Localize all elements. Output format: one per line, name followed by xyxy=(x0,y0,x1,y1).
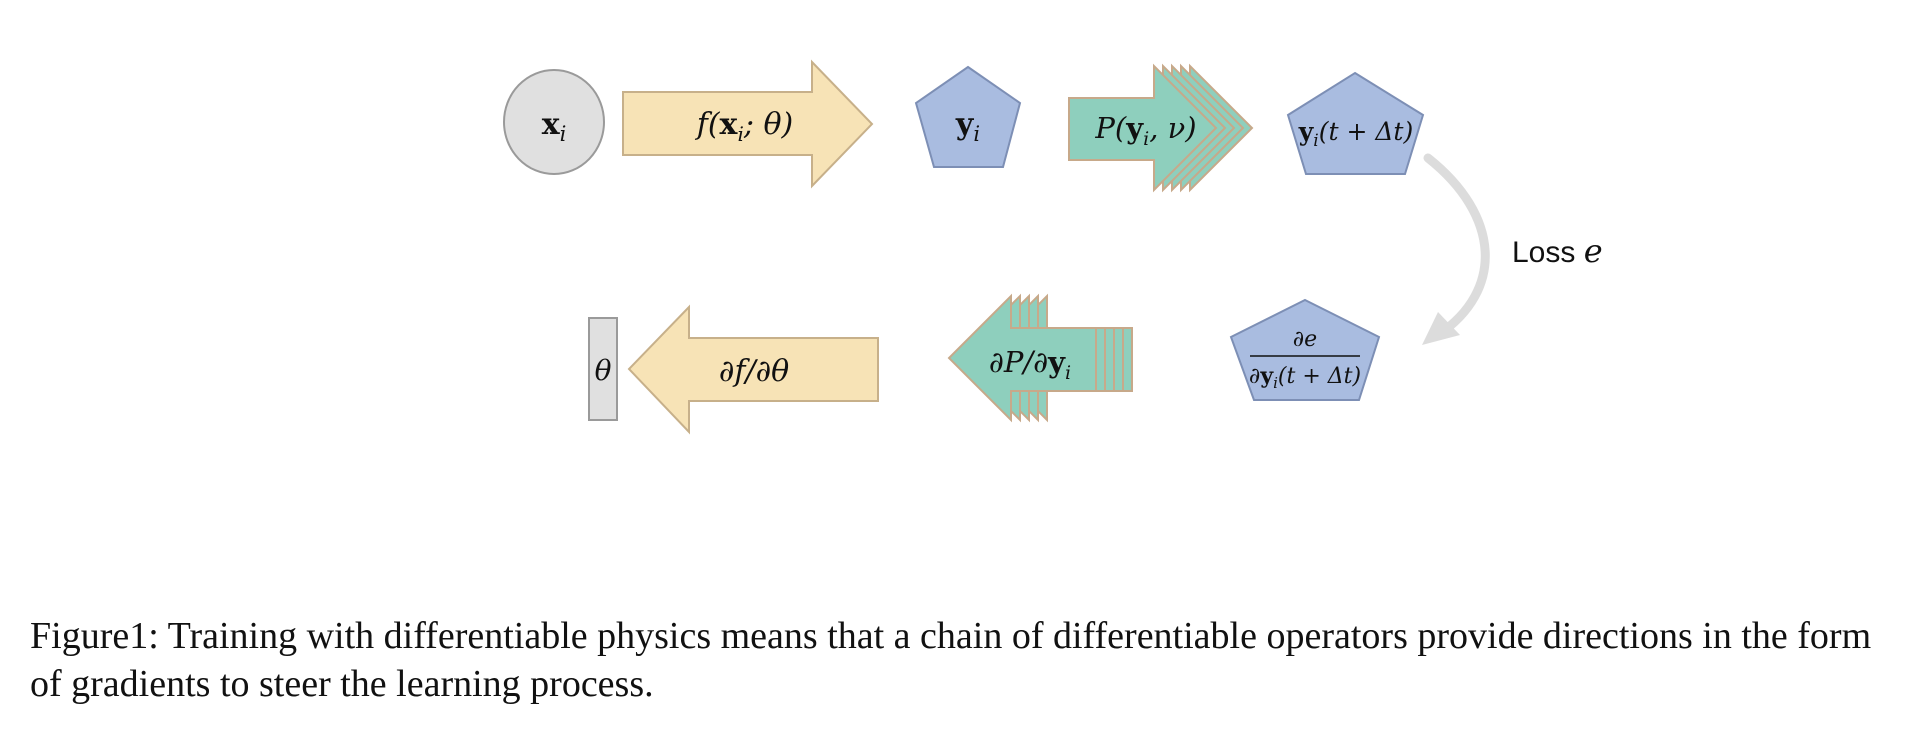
dp-arrow-part-0: ∂P/∂ xyxy=(989,345,1048,379)
y-next-rest: (t + Δt) xyxy=(1319,117,1414,146)
df-arrow: ∂f/∂θ xyxy=(627,304,879,435)
svg-text:∂P/∂yi: ∂P/∂yi xyxy=(989,345,1071,384)
gradient-pentagon: ∂e ∂yi(t + Δt) xyxy=(1229,298,1381,401)
svg-text:yi: yi xyxy=(955,107,980,146)
xi-node: xi xyxy=(503,69,605,175)
y-next-node: yi(t + Δt) xyxy=(1286,71,1425,175)
loss-label: Loss e xyxy=(1512,232,1603,270)
theta-label: θ xyxy=(595,354,612,387)
figure-caption: Figure1: Training with differentiable ph… xyxy=(30,615,1872,705)
p-arrow: P(yi, ν) xyxy=(1068,63,1254,193)
svg-text:xi: xi xyxy=(542,107,567,146)
df-arrow-label: ∂f/∂θ xyxy=(719,354,789,389)
f-arrow: f(xi; θ) xyxy=(622,59,874,189)
svg-text:f(xi; θ): f(xi; θ) xyxy=(695,107,794,146)
loss-arrow xyxy=(1422,153,1490,345)
dp-arrow-part-2: i xyxy=(1065,362,1071,384)
p-arrow-part-2: i xyxy=(1143,128,1149,150)
grad-den-pre: ∂ xyxy=(1249,364,1260,389)
svg-text:yi(t + Δt): yi(t + Δt) xyxy=(1298,117,1413,151)
xi-sub: i xyxy=(560,122,567,146)
f-arrow-part-3: ; θ) xyxy=(743,107,793,142)
xi-var: x xyxy=(542,107,561,142)
grad-den-var: y xyxy=(1259,363,1274,389)
svg-text:P(yi, ν): P(yi, ν) xyxy=(1094,111,1196,150)
y-next-var: y xyxy=(1298,117,1315,146)
grad-numerator: ∂e xyxy=(1293,327,1317,352)
svg-text:∂yi(t + Δt): ∂yi(t + Δt) xyxy=(1249,363,1361,392)
theta-node: θ xyxy=(588,317,618,421)
yi-var: y xyxy=(955,107,975,142)
loss-word: Loss xyxy=(1512,236,1575,269)
y-next-sub: i xyxy=(1313,131,1318,151)
p-arrow-part-3: , ν) xyxy=(1149,111,1196,145)
p-arrow-part-0: P( xyxy=(1094,111,1127,145)
f-arrow-part-0: f( xyxy=(695,107,721,142)
grad-den-rest: (t + Δt) xyxy=(1278,364,1361,389)
grad-den-sub: i xyxy=(1273,374,1278,392)
loss-var: e xyxy=(1584,232,1603,270)
yi-sub: i xyxy=(973,122,980,146)
f-arrow-part-1: x xyxy=(720,107,739,142)
f-arrow-part-2: i xyxy=(737,122,743,146)
p-arrow-part-1: y xyxy=(1125,111,1144,145)
dp-arrow-part-1: y xyxy=(1047,345,1066,379)
yi-node: yi xyxy=(914,65,1022,168)
dp-arrow: ∂P/∂yi xyxy=(947,293,1133,423)
